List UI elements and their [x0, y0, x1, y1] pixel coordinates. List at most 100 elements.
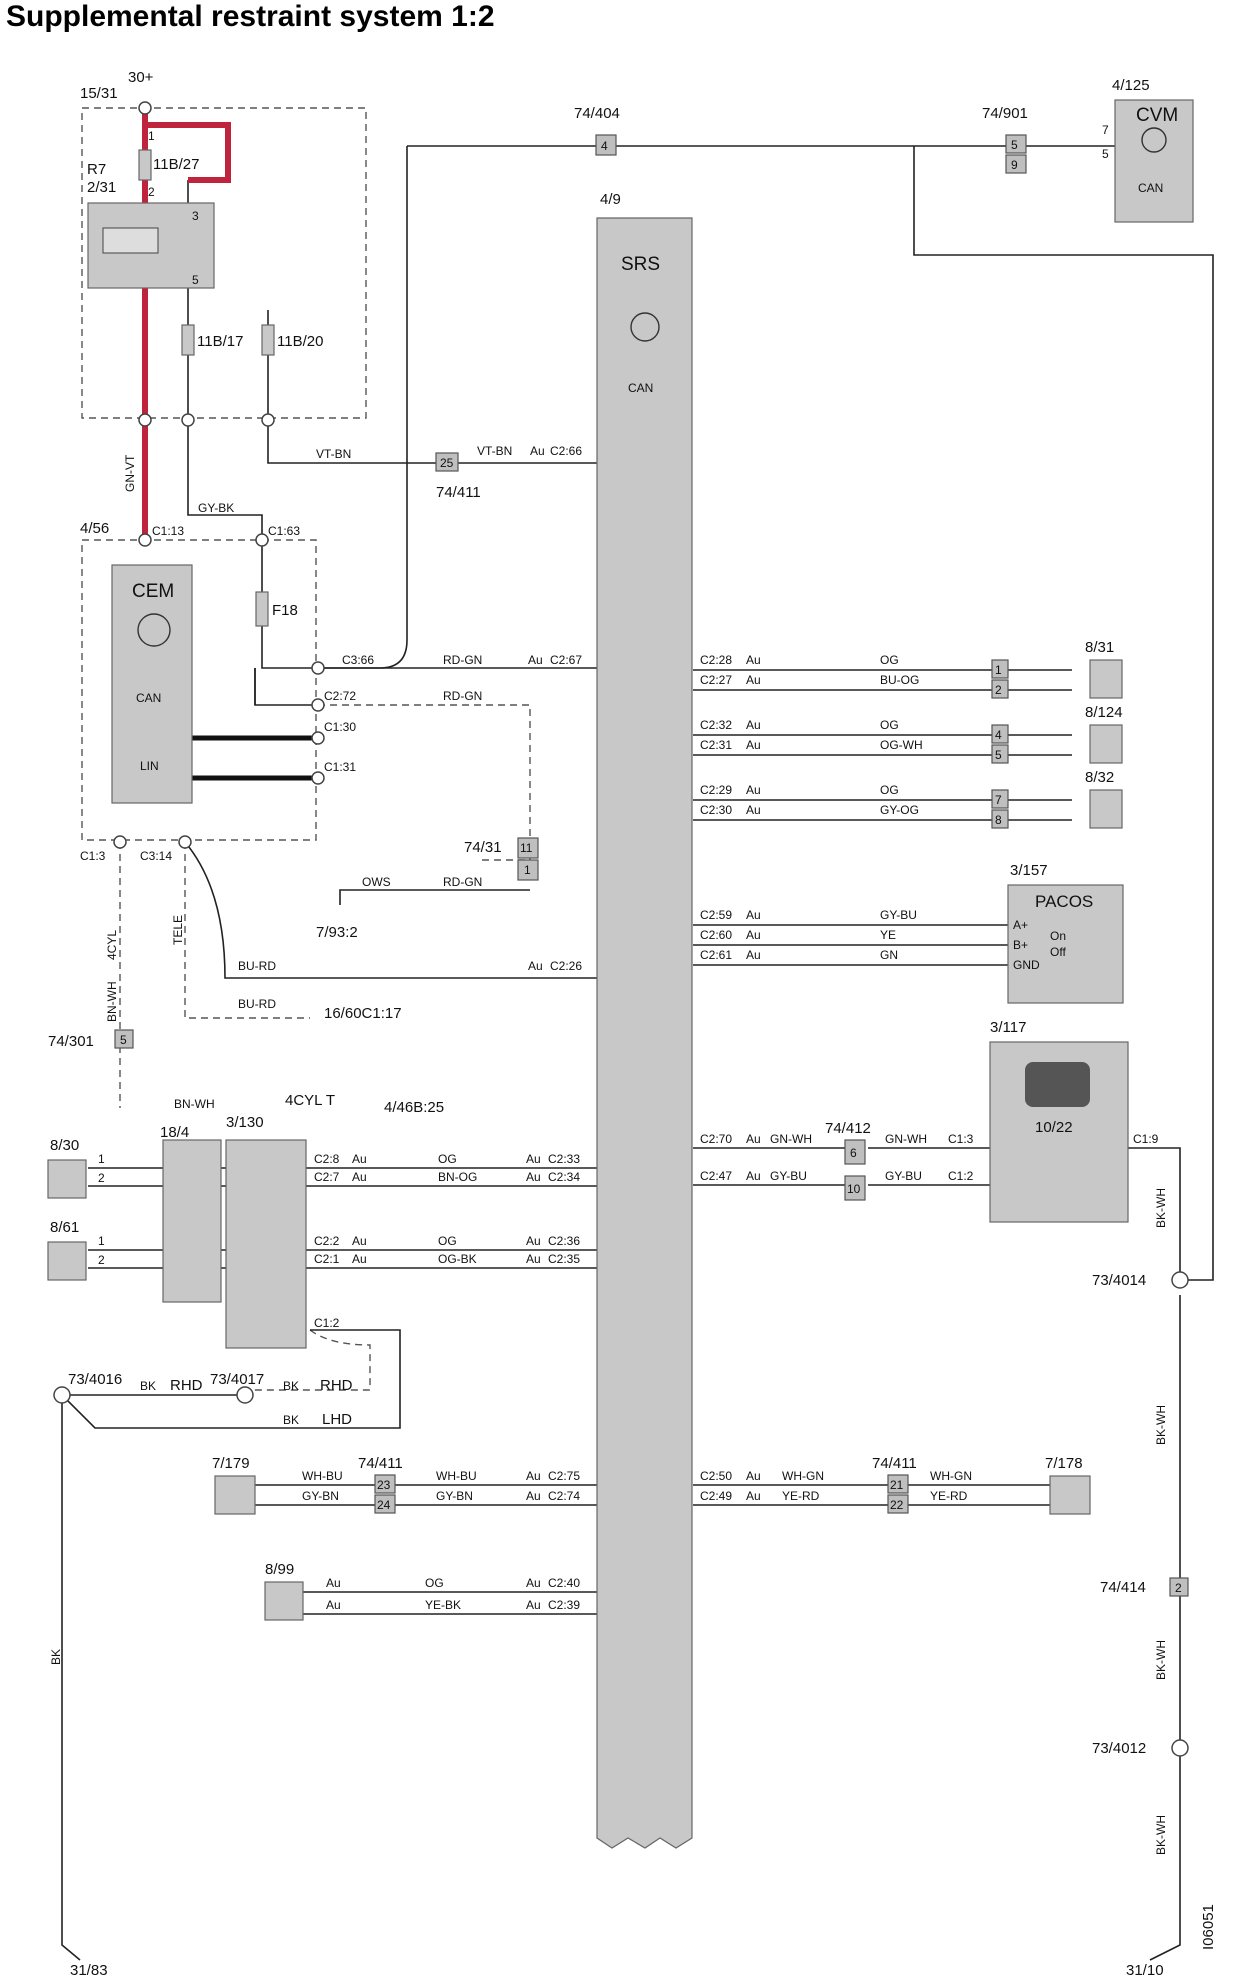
svg-text:2: 2	[98, 1253, 105, 1267]
svg-text:OG: OG	[438, 1234, 457, 1248]
fuse-11b-17-label: 11B/17	[197, 333, 243, 350]
svg-text:A+: A+	[1013, 918, 1028, 932]
ref-74-414: 74/414	[1100, 1579, 1146, 1596]
ref-74-301: 74/301	[48, 1033, 94, 1050]
srs-transistor-icon	[630, 312, 660, 342]
svg-text:C2:28: C2:28	[700, 653, 732, 667]
ground-73-4017	[236, 1386, 254, 1404]
svg-text:RD-GN: RD-GN	[443, 875, 482, 889]
ref-74-412: 74/412	[825, 1120, 871, 1137]
sensor-8-61	[47, 1241, 87, 1281]
sensor-8-124	[1089, 724, 1123, 764]
svg-text:BN-OG: BN-OG	[438, 1170, 477, 1184]
svg-text:Au: Au	[528, 653, 543, 667]
svg-text:Off: Off	[1050, 945, 1066, 959]
svg-text:C2:33: C2:33	[548, 1152, 580, 1166]
fuse-11b-27-label: 11B/27	[153, 156, 199, 173]
svg-text:11: 11	[520, 841, 533, 855]
svg-text:C2:27: C2:27	[700, 673, 732, 687]
svg-text:OG: OG	[425, 1576, 444, 1590]
svg-text:C2:29: C2:29	[700, 783, 732, 797]
pin-c2-66: C2:66	[550, 444, 582, 458]
svg-text:1: 1	[98, 1152, 105, 1166]
svg-text:GN-WH: GN-WH	[885, 1132, 927, 1146]
cvm-name: CVM	[1136, 105, 1178, 126]
svg-text:1: 1	[148, 129, 155, 143]
svg-text:Au: Au	[526, 1252, 541, 1266]
ref-73-4016: 73/4016	[68, 1371, 122, 1388]
svg-text:BK: BK	[49, 1649, 63, 1665]
svg-text:2: 2	[98, 1171, 105, 1185]
svg-text:WH-GN: WH-GN	[930, 1469, 972, 1483]
svg-text:21: 21	[890, 1478, 904, 1492]
svg-text:BK-WH: BK-WH	[1154, 1815, 1168, 1855]
svg-text:C2:59: C2:59	[700, 908, 732, 922]
cvm-pin5: 5	[1102, 147, 1109, 161]
svg-text:C2:1: C2:1	[314, 1252, 340, 1266]
svg-text:C2:30: C2:30	[700, 803, 732, 817]
supply-node	[138, 101, 152, 115]
connector-74-411-22	[887, 1494, 909, 1514]
svg-text:GY-BU: GY-BU	[880, 908, 917, 922]
svg-text:Au: Au	[746, 718, 761, 732]
svg-text:Au: Au	[352, 1170, 367, 1184]
svg-text:5: 5	[995, 748, 1002, 762]
srs-ref: 4/9	[600, 191, 621, 208]
ground-73-4014	[1171, 1271, 1189, 1289]
svg-text:5: 5	[120, 1033, 127, 1047]
svg-text:OG: OG	[438, 1152, 457, 1166]
sensor-8-99	[264, 1581, 304, 1621]
cvm-ref: 4/125	[1112, 77, 1150, 94]
svg-text:Au: Au	[326, 1598, 341, 1612]
connector-74-301	[114, 1029, 134, 1049]
pacos-ref: 3/157	[1010, 862, 1048, 879]
svg-text:C1:63: C1:63	[268, 524, 300, 538]
ref-16-60: 16/60C1:17	[324, 1005, 402, 1022]
svg-text:C2:67: C2:67	[550, 653, 582, 667]
svg-text:RD-GN: RD-GN	[443, 653, 482, 667]
connector-74-411-21	[887, 1474, 909, 1494]
cvm-module	[1114, 99, 1194, 223]
ref-8-30: 8/30	[50, 1137, 79, 1154]
svg-text:C2:60: C2:60	[700, 928, 732, 942]
svg-text:6: 6	[850, 1146, 857, 1160]
svg-text:C1:13: C1:13	[152, 524, 184, 538]
ref-3-130: 3/130	[226, 1114, 264, 1131]
ref-4-46: 4/46B:25	[384, 1099, 444, 1116]
svg-text:C3:66: C3:66	[342, 653, 374, 667]
cvm-can: CAN	[1138, 181, 1163, 195]
ref-73-4017: 73/4017	[210, 1371, 264, 1388]
svg-text:Au: Au	[526, 1489, 541, 1503]
ref-8-99: 8/99	[265, 1561, 294, 1578]
svg-text:Au: Au	[526, 1170, 541, 1184]
svg-text:C2:39: C2:39	[548, 1598, 580, 1612]
svg-text:C2:61: C2:61	[700, 948, 732, 962]
svg-text:C2:31: C2:31	[700, 738, 732, 752]
fuse-11b-27	[138, 149, 152, 181]
ref-74-901: 74/901	[982, 105, 1028, 122]
svg-text:Au: Au	[746, 948, 761, 962]
svg-text:4: 4	[601, 139, 608, 153]
svg-text:2: 2	[1175, 1581, 1182, 1595]
ref-18-4: 18/4	[160, 1124, 189, 1141]
airbag-lamp-icon	[1025, 1062, 1090, 1107]
svg-text:Au: Au	[352, 1252, 367, 1266]
cvm-pin7: 7	[1102, 123, 1109, 137]
svg-text:YE-BK: YE-BK	[425, 1598, 461, 1612]
cem-can: CAN	[136, 691, 161, 705]
cem-ref: 4/56	[80, 520, 109, 537]
svg-text:GY-BN: GY-BN	[302, 1489, 339, 1503]
svg-text:WH-BU: WH-BU	[436, 1469, 477, 1483]
connector-74-411-24	[374, 1494, 396, 1514]
fusebox-ref: 15/31	[80, 85, 118, 102]
svg-text:C1:2: C1:2	[948, 1169, 974, 1183]
ref-7-179: 7/179	[212, 1455, 250, 1472]
ref-74-31: 74/31	[464, 839, 502, 856]
ref-7-93-2: 7/93:2	[316, 924, 358, 941]
svg-text:1: 1	[995, 663, 1002, 677]
svg-text:25: 25	[440, 456, 454, 470]
lamp-ref: 3/117	[990, 1019, 1026, 1036]
svg-text:C2:50: C2:50	[700, 1469, 732, 1483]
svg-text:C1:3: C1:3	[948, 1132, 974, 1146]
cem-transistor-icon	[137, 613, 171, 647]
